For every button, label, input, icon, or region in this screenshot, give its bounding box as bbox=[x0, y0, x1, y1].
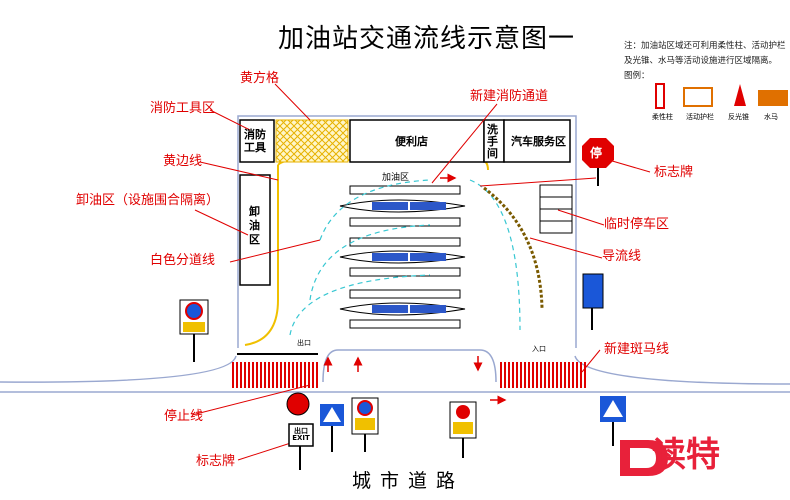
callout-leaders bbox=[191, 83, 651, 461]
exit-sign-text: 出口 EXIT bbox=[292, 427, 310, 442]
legend-item: 柔性柱 bbox=[652, 113, 673, 121]
entry-mark: 入口 bbox=[532, 345, 546, 353]
zebra-crossing-left bbox=[230, 362, 320, 388]
unload-zone-label: 卸油区 bbox=[249, 205, 260, 246]
legend-item: 水马 bbox=[764, 113, 778, 121]
bottom-signs bbox=[286, 392, 626, 470]
note-line-2: 及光锥、水马等活动设施进行区域隔离。 bbox=[624, 56, 778, 66]
canopy-label: 加油区 bbox=[382, 173, 410, 183]
temp-parking-stalls bbox=[539, 184, 573, 234]
legend-title: 图例： bbox=[624, 71, 650, 81]
callout-temp-parking: 临时停车区 bbox=[604, 217, 670, 232]
watermark-logo-icon bbox=[620, 440, 668, 476]
callout-unload: 卸油区（设施围合隔离） bbox=[76, 193, 220, 208]
sign-right-blue bbox=[582, 273, 604, 330]
exit-mark: 出口 bbox=[297, 339, 311, 347]
legend-item: 活动护栏 bbox=[686, 113, 714, 121]
auto-service-building bbox=[503, 119, 571, 163]
watermark-text: 读特 bbox=[652, 435, 720, 475]
note-line-1: 注：加油站区域还可利用柔性柱、活动护栏 bbox=[624, 41, 786, 51]
auto-service-label: 汽车服务区 bbox=[511, 135, 566, 148]
callout-fire-tools: 消防工具区 bbox=[150, 101, 216, 116]
road-label: 城市道路 bbox=[352, 470, 465, 492]
store-label: 便利店 bbox=[395, 135, 428, 148]
legend-icons bbox=[655, 83, 788, 109]
stop-sign-text: 停 bbox=[590, 146, 603, 160]
store-building bbox=[349, 119, 485, 163]
fire-tools-box bbox=[239, 119, 275, 163]
callout-sign-bottom: 标志牌 bbox=[196, 454, 236, 469]
sign-left bbox=[179, 299, 209, 362]
callout-stop-line: 停止线 bbox=[164, 409, 204, 424]
washroom-label: 洗手间 bbox=[487, 123, 498, 160]
guide-line bbox=[483, 186, 544, 309]
legend-item: 反光锥 bbox=[728, 113, 749, 121]
page-title: 加油站交通流线示意图一 bbox=[278, 24, 576, 54]
callout-guide-line: 导流线 bbox=[602, 249, 642, 264]
dashed-flow-lines bbox=[289, 179, 521, 336]
fire-tools-label: 消防工具 bbox=[244, 128, 266, 154]
fuel-island-row bbox=[339, 185, 466, 329]
callout-fire-lane: 新建消防通道 bbox=[470, 89, 549, 104]
callout-sign: 标志牌 bbox=[654, 165, 694, 180]
yellow-grid-area bbox=[275, 119, 349, 163]
flow-arrows bbox=[323, 173, 507, 405]
callout-yellow-edge: 黄边线 bbox=[163, 154, 203, 169]
city-road bbox=[0, 349, 790, 393]
callout-white-lane: 白色分道线 bbox=[150, 253, 216, 268]
station-boundary bbox=[237, 115, 577, 348]
stop-sign bbox=[582, 138, 614, 186]
zebra-crossing-right bbox=[498, 362, 588, 388]
unload-zone-box bbox=[239, 174, 271, 286]
callout-yellow-grid: 黄方格 bbox=[240, 71, 280, 86]
callout-zebra: 新建斑马线 bbox=[604, 342, 670, 357]
